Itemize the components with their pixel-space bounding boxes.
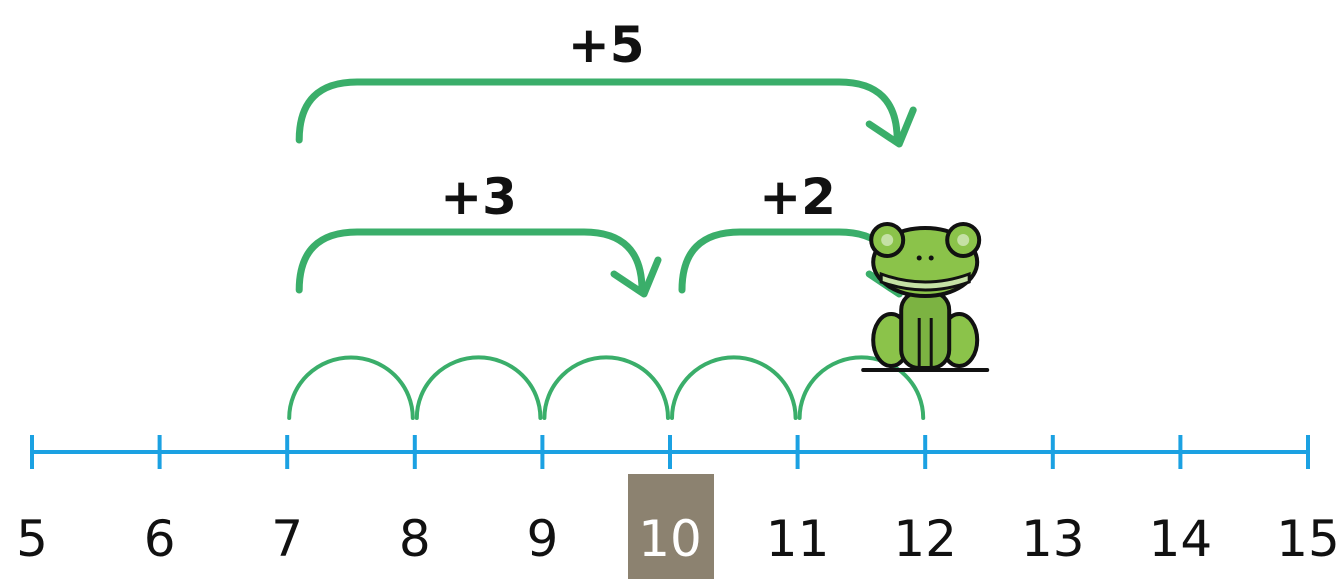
number-label: 14 bbox=[1149, 510, 1213, 568]
number-label: 7 bbox=[271, 510, 303, 568]
unit-hop-arc bbox=[287, 355, 415, 420]
jump-arcs: +5 +3 +2 bbox=[295, 16, 917, 298]
unit-hop-arc bbox=[670, 355, 798, 420]
number-label: 8 bbox=[399, 510, 431, 568]
number-label: 6 bbox=[144, 510, 176, 568]
unit-hop-arc bbox=[414, 355, 543, 420]
number-label: 11 bbox=[766, 510, 830, 568]
jump-label: +5 bbox=[568, 16, 645, 74]
number-label: 13 bbox=[1021, 510, 1085, 568]
highlight-box bbox=[628, 474, 714, 579]
number-labels: 5 6 7 8 9 10 11 12 13 14 15 bbox=[16, 474, 1340, 579]
jump-label: +2 bbox=[759, 168, 836, 226]
unit-hop-arc bbox=[542, 355, 670, 420]
jump-arc bbox=[678, 228, 901, 294]
unit-hops bbox=[287, 355, 926, 420]
frog-icon bbox=[861, 222, 990, 372]
jump-arrowhead bbox=[610, 256, 662, 298]
number-label: 12 bbox=[893, 510, 957, 568]
jump-arc bbox=[295, 228, 646, 294]
jump-label: +3 bbox=[440, 168, 517, 226]
number-label: 9 bbox=[526, 510, 558, 568]
jump-arrowhead bbox=[865, 106, 917, 148]
number-label: 5 bbox=[16, 510, 48, 568]
unit-hop-arc bbox=[797, 355, 926, 420]
jump-arc bbox=[295, 78, 901, 144]
number-line bbox=[30, 435, 1310, 469]
number-label: 15 bbox=[1276, 510, 1340, 568]
highlighted-number-label: 10 bbox=[638, 510, 702, 568]
